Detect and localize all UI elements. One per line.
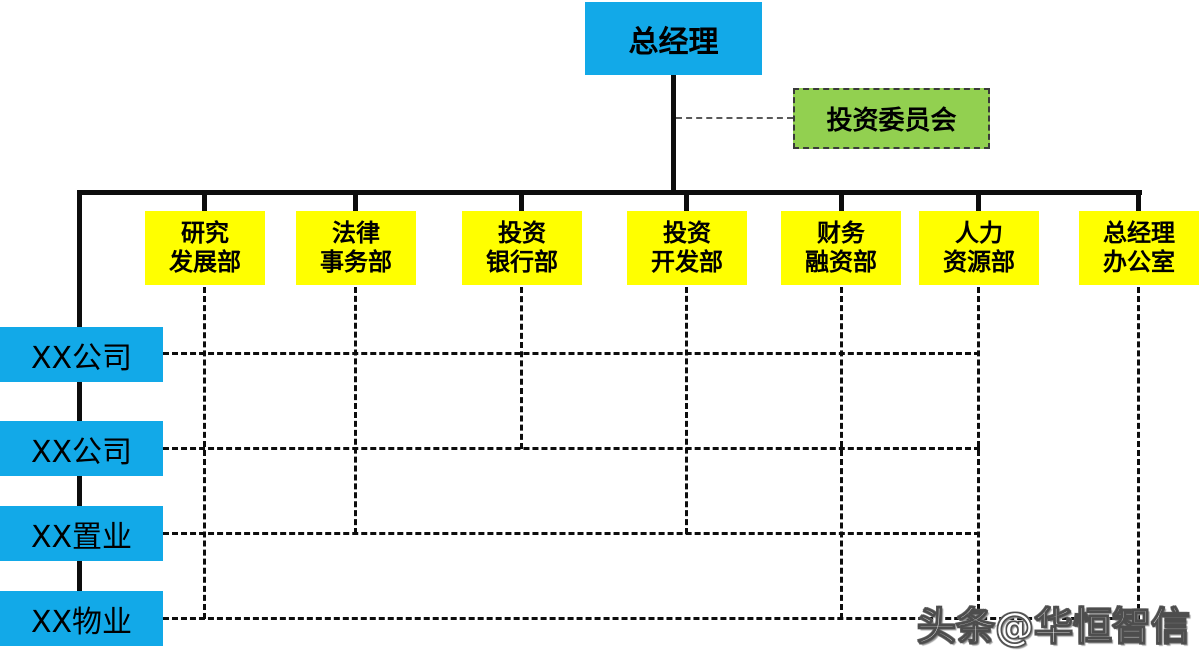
connector-left-trunk (77, 190, 82, 593)
dept-label-line2: 开发部 (651, 248, 723, 276)
dashed-column-dept-2 (354, 287, 357, 534)
dashed-column-dept-7 (1137, 287, 1140, 619)
node-dept-investment-development: 投资 开发部 (627, 211, 747, 285)
node-general-manager: 总经理 (585, 2, 762, 75)
dashed-column-dept-4 (685, 287, 688, 534)
dept-label-line2: 资源部 (943, 248, 1015, 276)
dept-label-line1: 财务 (817, 219, 865, 248)
node-company-2: XX公司 (0, 421, 163, 476)
dashed-column-dept-3 (520, 287, 523, 449)
node-dept-legal-affairs: 法律 事务部 (296, 211, 416, 285)
connector-stub (839, 190, 844, 213)
dept-label-line2: 融资部 (805, 248, 877, 276)
dept-label-line2: 发展部 (169, 248, 241, 276)
dept-label-line1: 研究 (181, 219, 229, 248)
dashed-column-dept-5 (840, 287, 843, 619)
dept-label-line2: 事务部 (320, 248, 392, 276)
connector-committee-dotted (676, 117, 793, 119)
dept-label-line2: 银行部 (486, 248, 558, 276)
dept-label-line1: 法律 (332, 219, 380, 248)
node-dept-investment-banking: 投资 银行部 (462, 211, 582, 285)
dashed-row-company-2 (163, 447, 980, 450)
node-company-1: XX公司 (0, 327, 163, 382)
node-company-3: XX置业 (0, 506, 163, 561)
connector-stub (976, 190, 981, 213)
connector-stub (202, 190, 207, 213)
node-dept-finance-funding: 财务 融资部 (781, 211, 901, 285)
dept-label-line1: 总经理 (1103, 219, 1175, 248)
dashed-column-dept-1 (203, 287, 206, 619)
connector-stub (684, 190, 689, 213)
dept-label-line1: 投资 (663, 219, 711, 248)
node-investment-committee: 投资委员会 (793, 88, 990, 149)
node-dept-research-development: 研究 发展部 (145, 211, 265, 285)
dept-label-line1: 人力 (955, 219, 1003, 248)
node-dept-human-resources: 人力 资源部 (919, 211, 1039, 285)
dept-label-line2: 办公室 (1103, 248, 1175, 276)
dept-label-line1: 投资 (498, 219, 546, 248)
dashed-row-company-3 (163, 532, 980, 535)
dashed-row-company-1 (163, 352, 980, 355)
dashed-column-dept-6 (977, 287, 980, 619)
connector-root-trunk (671, 74, 676, 192)
watermark-text: 头条@华恒智信 (916, 604, 1190, 650)
node-company-4: XX物业 (0, 591, 163, 646)
node-dept-gm-office: 总经理 办公室 (1079, 211, 1199, 285)
connector-horizontal-bus (77, 190, 1142, 195)
connector-stub (1136, 190, 1141, 213)
connector-stub (353, 190, 358, 213)
dashed-row-company-4 (163, 617, 1140, 620)
connector-stub (519, 190, 524, 213)
